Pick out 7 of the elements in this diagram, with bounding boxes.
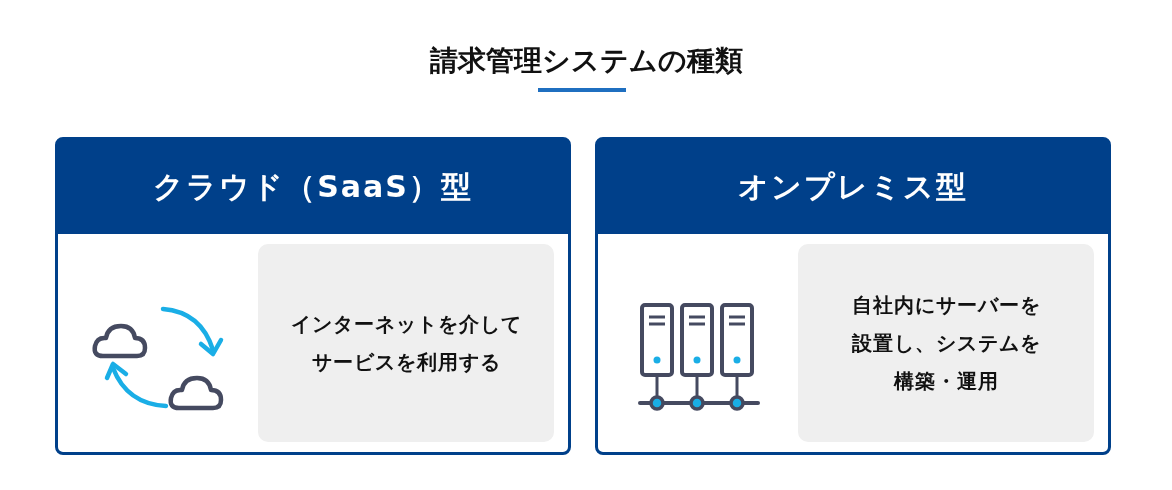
description-text: インターネットを介してサービスを利用する [290,311,522,376]
category-panel [55,137,571,455]
description-text: 自社内にサーバーを設置し、システムを構築・運用 [850,292,1042,395]
panel-heading: クラウド（SaaS）型 [58,140,568,234]
title: 請求管理システムの種類 [428,43,744,79]
panel-heading: オンプレミス型 [598,140,1108,234]
category-panel [595,137,1111,455]
